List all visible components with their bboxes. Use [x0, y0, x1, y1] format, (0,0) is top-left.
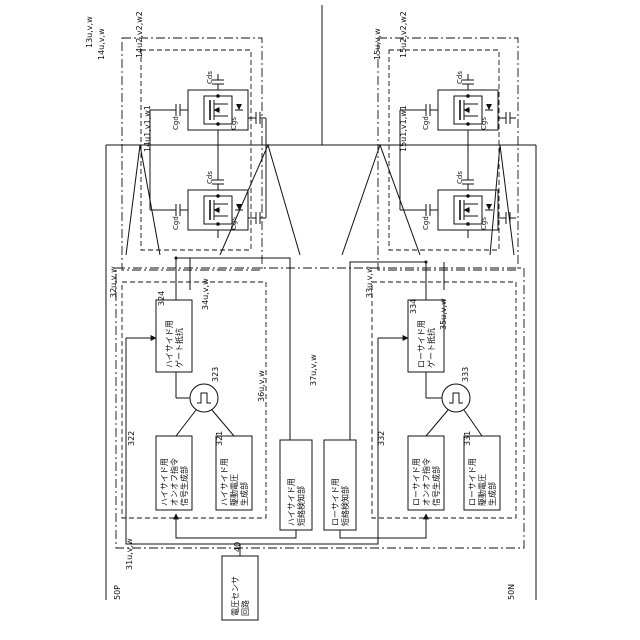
hs-cmd-text: ハイサイド用 — [160, 458, 169, 506]
label-cgd: Cgd — [172, 116, 180, 130]
ls-short-detect-box — [324, 440, 356, 530]
hs-short-detect-box — [280, 440, 312, 530]
label-cgs: Cgs — [480, 117, 488, 130]
hs-short-text: ハイサイド用 — [287, 478, 296, 526]
label-p50: 50P — [113, 585, 122, 600]
ls-cmd-text: 信号生成部 — [431, 466, 441, 506]
label-n50: 50N — [507, 584, 516, 600]
ls-short-text: ローサイド用 — [331, 478, 340, 526]
hs-drv-text: 生成部 — [239, 482, 249, 506]
label-n334: 334 — [409, 299, 418, 314]
mosfet-14u2-icon — [170, 74, 266, 138]
ls-gate-text: ローサイド用 — [417, 320, 426, 368]
label-n40: 40 — [233, 542, 242, 552]
ls-cmd-text: オンオフ指令 — [421, 458, 431, 506]
hs-short-text: 短絡検知部 — [296, 486, 306, 526]
label-n321: 321 — [215, 431, 224, 446]
ls-drv-text: 駆動電圧 — [478, 474, 487, 506]
sensor-text: 回路 — [240, 600, 250, 616]
ls-short-text: 短絡検知部 — [340, 486, 350, 526]
label-u14: 14u,v,w — [97, 28, 106, 60]
label-cds: Cds — [206, 71, 214, 84]
label-cgs: Cgs — [480, 217, 488, 230]
hs-gate-resistor-box — [156, 300, 192, 372]
label-cgd: Cgd — [422, 116, 430, 130]
ls-drv-text: ローサイド用 — [468, 458, 477, 506]
hs-switch-icon — [190, 384, 218, 412]
label-l15u2: 15u2,v2,w2 — [399, 11, 408, 58]
hs-gate-text: ゲート抵抗 — [174, 328, 184, 368]
hs-cmd-text: 信号生成部 — [179, 466, 189, 506]
hs-drv-text: 駆動電圧 — [230, 474, 239, 506]
label-u33: 33u,v,w — [365, 266, 374, 298]
label-u31: 31u,v,w — [125, 538, 134, 570]
label-u36: 36u,v,w — [257, 370, 266, 402]
label-u35: 35u,v,w — [439, 298, 448, 330]
label-n324: 324 — [157, 291, 166, 306]
label-n331: 331 — [463, 431, 472, 446]
label-l15u1: 15u1,v1,w1 — [399, 105, 408, 152]
ls-cmd-text: ローサイド用 — [412, 458, 421, 506]
hs-cmd-text: オンオフ指令 — [169, 458, 179, 506]
hs-gate-text: ハイサイド用 — [165, 320, 174, 368]
label-cgd: Cgd — [422, 216, 430, 230]
label-n333: 333 — [461, 367, 470, 382]
label-u15: 15u,v,w — [373, 28, 382, 60]
label-u37: 37u,v,w — [309, 354, 318, 386]
label-n332: 332 — [377, 431, 386, 446]
label-cds: Cds — [206, 171, 214, 184]
hs-drv-text: ハイサイド用 — [220, 458, 229, 506]
label-u13: 13u,v,w — [85, 16, 94, 48]
mosfet-15u2-icon — [420, 74, 516, 138]
label-cds: Cds — [456, 71, 464, 84]
label-cgs: Cgs — [230, 117, 238, 130]
label-cgd: Cgd — [172, 216, 180, 230]
sensor-text: 電圧センサ — [231, 576, 240, 616]
module-15-outer-box — [378, 38, 518, 270]
label-cgs: Cgs — [230, 217, 238, 230]
mosfet-15u1-icon — [420, 174, 516, 238]
voltage-sensor-box — [222, 556, 258, 620]
label-n322: 322 — [127, 431, 136, 446]
module-13-box — [122, 38, 262, 270]
label-u34: 34u,v,w — [201, 278, 210, 310]
ls-switch-icon — [442, 384, 470, 412]
ls-drv-text: 生成部 — [487, 482, 497, 506]
left-funnel — [126, 145, 160, 255]
label-l14u1: 14u1,v1,w1 — [143, 105, 152, 152]
label-n323: 323 — [211, 367, 220, 382]
ls-gate-text: ゲート抵抗 — [426, 328, 436, 368]
label-cds: Cds — [456, 171, 464, 184]
label-u32: 32u,v,w — [109, 266, 118, 298]
label-l14u2: 14u2,v2,w2 — [135, 11, 144, 58]
right-funnel — [342, 145, 420, 255]
